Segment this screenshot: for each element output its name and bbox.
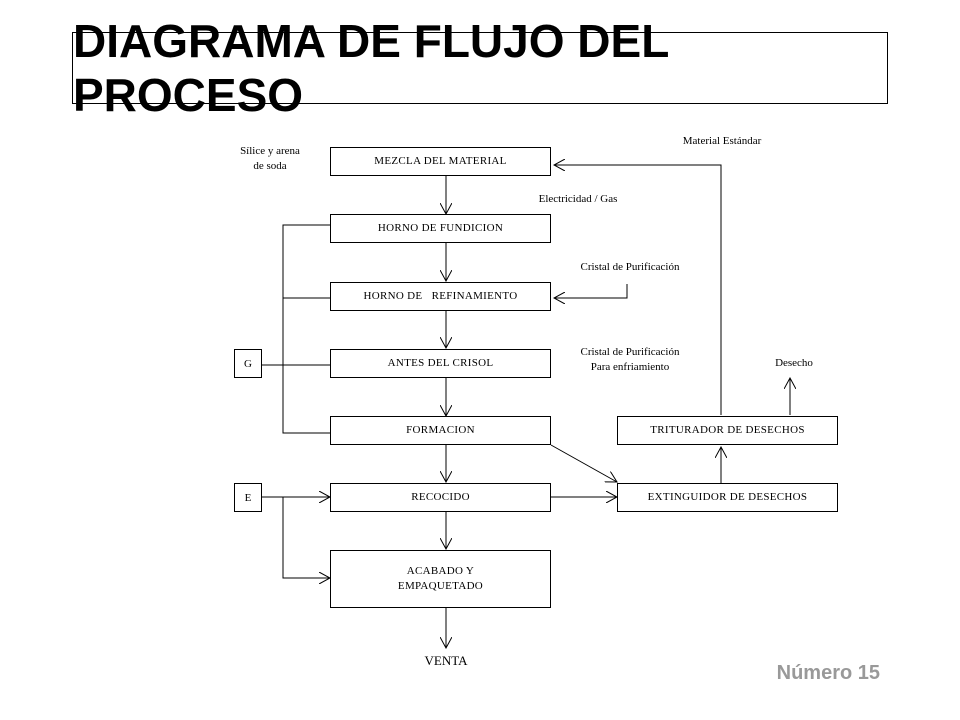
arrow-cristal-to-refinamiento	[554, 284, 628, 298]
energy-feed-acabado	[282, 497, 330, 578]
label-electricidad-gas: Electricidad / Gas	[538, 193, 618, 205]
label-desecho: Desecho	[775, 357, 813, 369]
node-label: TRITURADOR DE DESECHOS	[650, 424, 805, 437]
node-label-line2: EMPAQUETADO	[397, 580, 484, 592]
node-label: HORNO DE FUNDICION	[377, 222, 504, 235]
gas-feed-bus	[282, 224, 330, 434]
node-g: G	[234, 349, 262, 378]
node-horno-refinamiento: HORNO DE REFINAMIENTO	[330, 282, 551, 311]
node-label: ANTES DEL CRISOL	[387, 357, 494, 370]
node-e-label: E	[244, 491, 252, 504]
label-cristal-enfriamiento: Cristal de Purificación Para enfriamient…	[562, 345, 698, 376]
label-material-estandar: Material Estándar	[682, 135, 762, 147]
slide-number: Número 15	[776, 662, 880, 684]
node-e: E	[234, 483, 262, 512]
label-silice-line1: Sílice y arena	[240, 145, 300, 157]
node-extinguidor-desechos: EXTINGUIDOR DE DESECHOS	[617, 483, 838, 512]
node-label: RECOCIDO	[411, 491, 470, 504]
node-g-label: G	[244, 357, 252, 370]
node-label: HORNO DE REFINAMIENTO	[363, 290, 518, 303]
label-cristal-purificacion: Cristal de Purificación	[580, 261, 680, 273]
label-venta: VENTA	[424, 653, 468, 668]
arrow-formacion-to-extinguidor	[550, 444, 617, 482]
label-silice-arena: Sílice y arena de soda	[222, 144, 318, 175]
node-triturador-desechos: TRITURADOR DE DESECHOS	[617, 416, 838, 445]
node-acabado-empaquetado: ACABADO Y EMPAQUETADO	[330, 550, 551, 608]
label-silice-line2: de soda	[253, 160, 287, 173]
node-mezcla-material: MEZCLA DEL MATERIAL	[330, 147, 551, 176]
node-label-line1: ACABADO Y	[406, 565, 475, 578]
node-formacion: FORMACION	[330, 416, 551, 445]
node-label: FORMACION	[406, 424, 475, 437]
arrow-triturador-to-mezcla	[554, 165, 722, 415]
label-cristal-enfriamiento-line1: Cristal de Purificación	[580, 346, 680, 358]
label-cristal-enfriamiento-line2: Para enfriamiento	[590, 361, 670, 374]
node-horno-fundicion: HORNO DE FUNDICION	[330, 214, 551, 243]
node-antes-crisol: ANTES DEL CRISOL	[330, 349, 551, 378]
node-label: EXTINGUIDOR DE DESECHOS	[647, 491, 808, 504]
node-label: MEZCLA DEL MATERIAL	[374, 155, 507, 168]
node-recocido: RECOCIDO	[330, 483, 551, 512]
